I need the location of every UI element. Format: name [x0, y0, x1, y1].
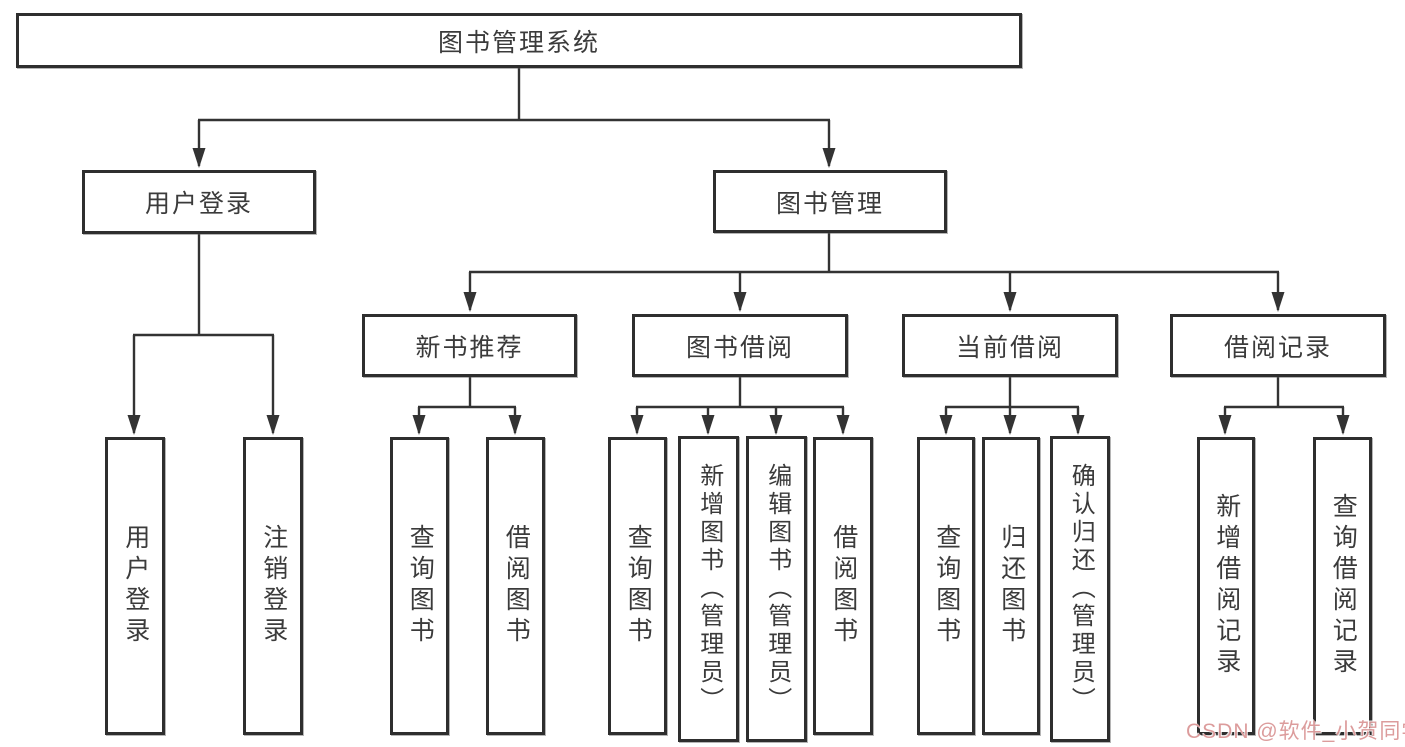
node-user-login: 用户登录	[82, 170, 316, 234]
leaf-confirm-return-admin: 确认归还（管理员）	[1050, 436, 1110, 742]
leaf-add-borrow-record: 新增借阅记录	[1197, 437, 1255, 735]
csdn-watermark: CSDN @软件_小贺同学	[1186, 720, 1405, 743]
leaf-borrow-book-rec: 借阅图书	[486, 437, 545, 735]
leaf-query-book-rec: 查询图书	[390, 437, 449, 735]
node-book-borrow: 图书借阅	[632, 314, 848, 377]
leaf-user-login: 用户登录	[105, 437, 165, 735]
node-book-mgmt: 图书管理	[713, 170, 947, 233]
leaf-query-book-borrow: 查询图书	[608, 437, 667, 735]
leaf-borrow-book: 借阅图书	[813, 437, 873, 735]
leaf-return-book: 归还图书	[982, 437, 1040, 735]
leaf-edit-book-admin: 编辑图书（管理员）	[746, 436, 807, 742]
node-root: 图书管理系统	[16, 13, 1022, 68]
node-borrow-record: 借阅记录	[1170, 314, 1386, 377]
leaf-logout: 注销登录	[243, 437, 303, 735]
leaf-query-book-current: 查询图书	[917, 437, 975, 735]
node-new-book-rec: 新书推荐	[362, 314, 577, 377]
leaf-add-book-admin: 新增图书（管理员）	[678, 436, 739, 742]
node-current-borrow: 当前借阅	[902, 314, 1118, 377]
leaf-query-borrow-record: 查询借阅记录	[1313, 437, 1372, 735]
